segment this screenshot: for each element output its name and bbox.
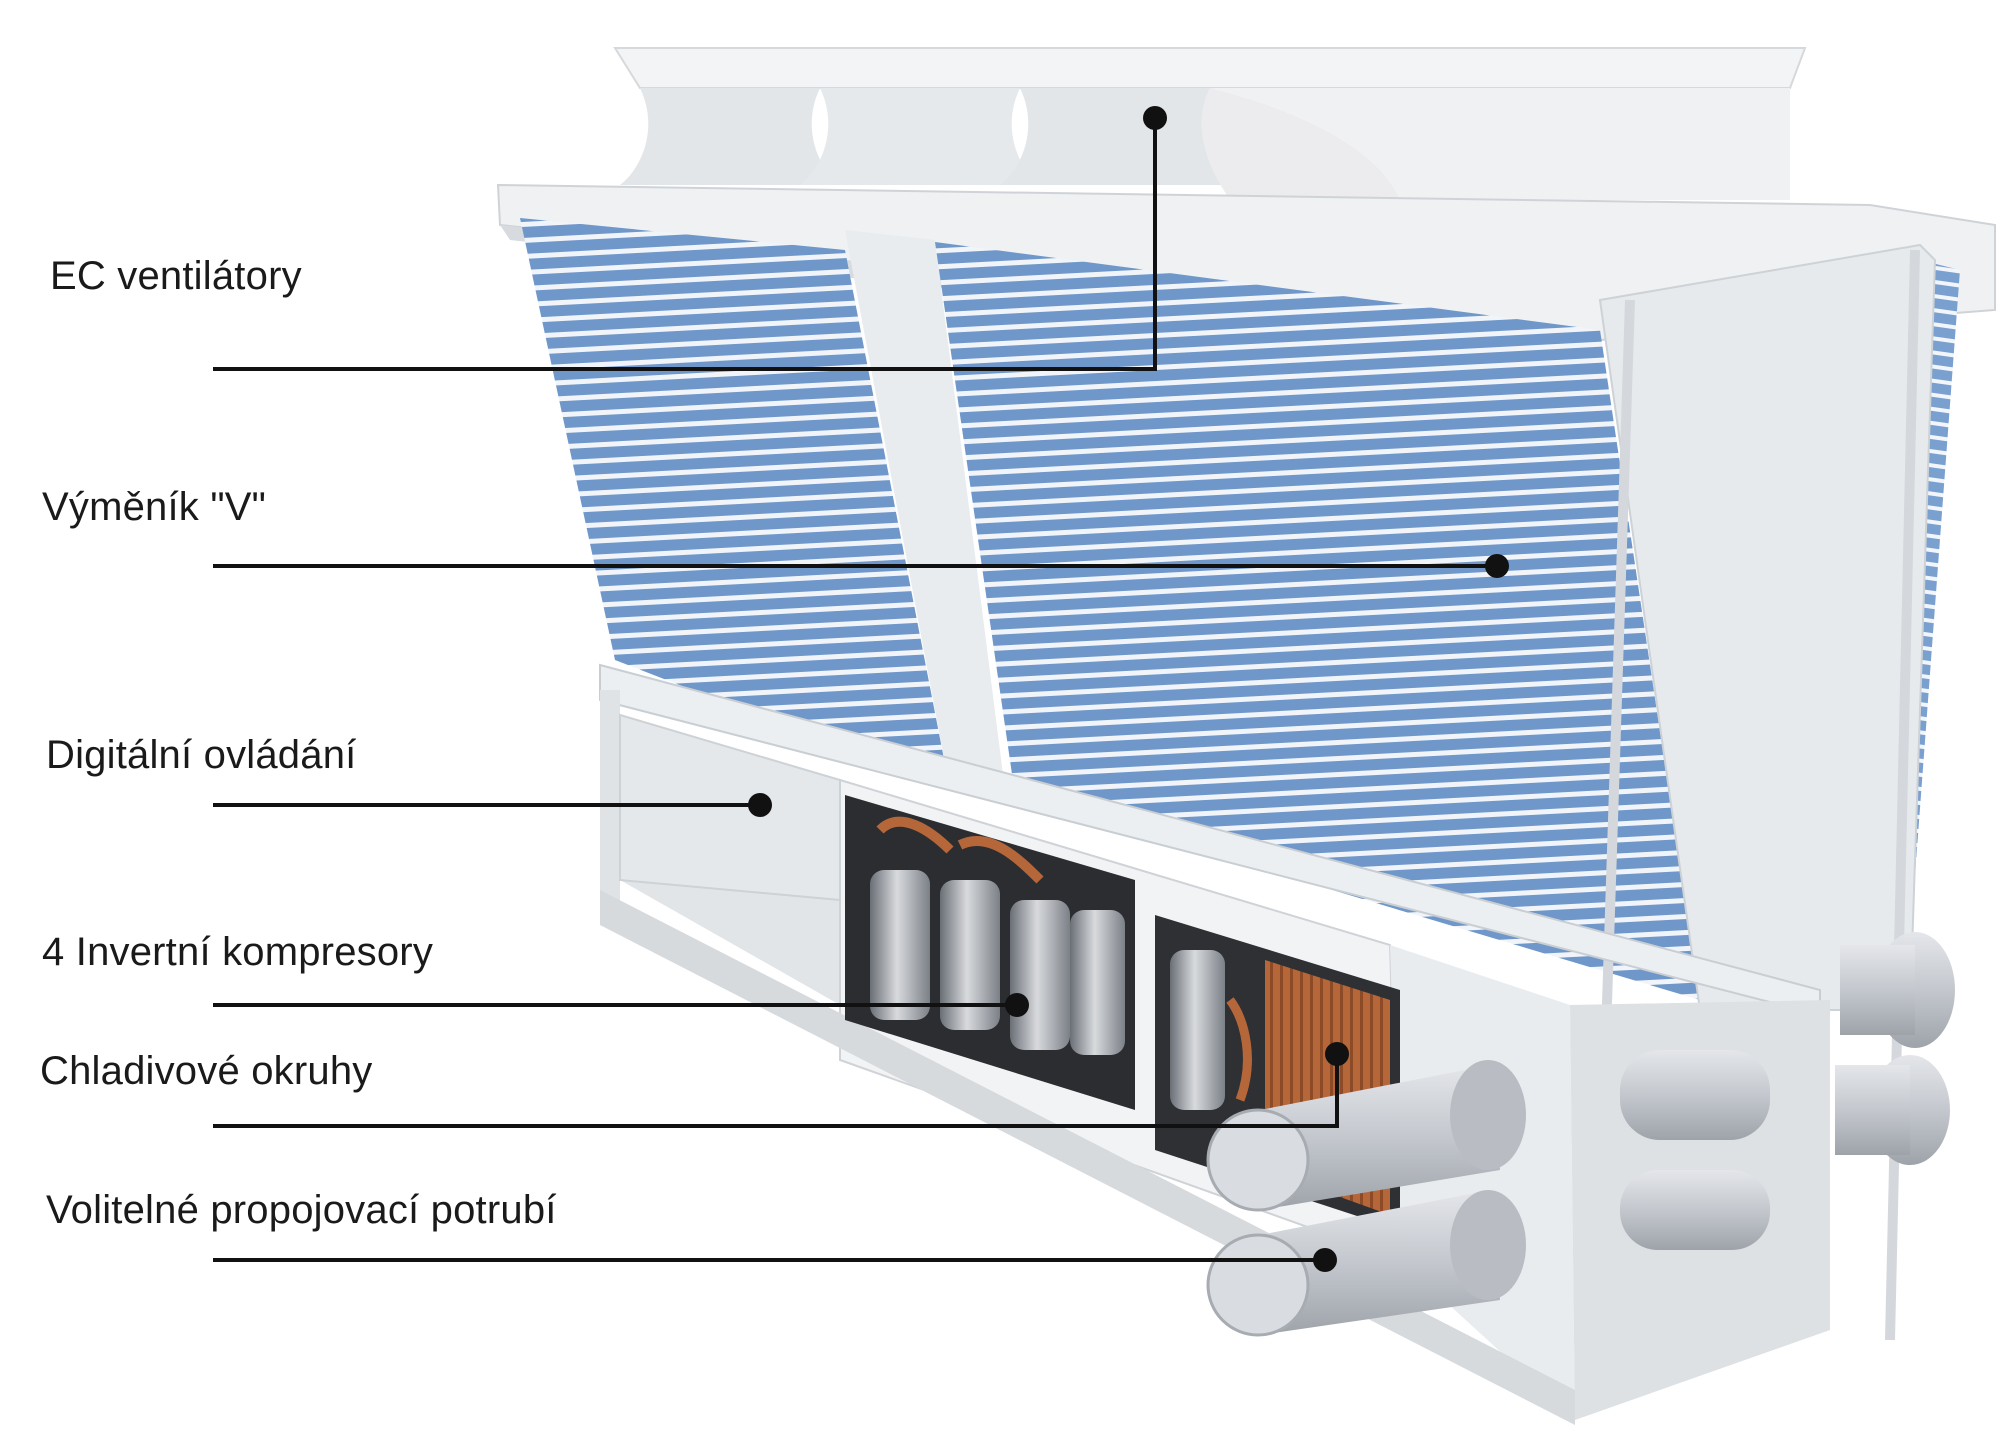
fan-shroud — [613, 47, 1807, 200]
pointer-dot-icon — [1313, 1248, 1337, 1272]
end-piping — [1620, 932, 1955, 1250]
pointer-dot-icon — [1325, 1042, 1349, 1066]
pointer-dot-icon — [1485, 554, 1509, 578]
pointer-dot-icon — [1005, 993, 1029, 1017]
label-compressors: 4 Invertní kompresory — [42, 930, 434, 974]
label-digital-control: Digitální ovládání — [46, 733, 357, 777]
leader-ec-fans — [213, 118, 1157, 371]
end-panel — [1598, 243, 1937, 1011]
label-optional-piping: Volitelné propojovací potrubí — [46, 1188, 557, 1232]
compressor-bay — [845, 795, 1135, 1110]
pointer-dots — [748, 106, 1509, 1272]
label-v-exchanger: Výměník "V" — [42, 485, 266, 529]
leader-refrigerant-circuits — [213, 1054, 1339, 1128]
pointer-dot-icon — [748, 793, 772, 817]
v-coil-left — [520, 218, 950, 790]
label-refrigerant-circuits: Chladivové okruhy — [40, 1049, 373, 1093]
control-box — [619, 713, 841, 902]
pointer-dot-icon — [1143, 106, 1167, 130]
leader-lines — [213, 118, 1497, 1262]
label-ec-fans: EC ventilátory — [50, 254, 302, 298]
